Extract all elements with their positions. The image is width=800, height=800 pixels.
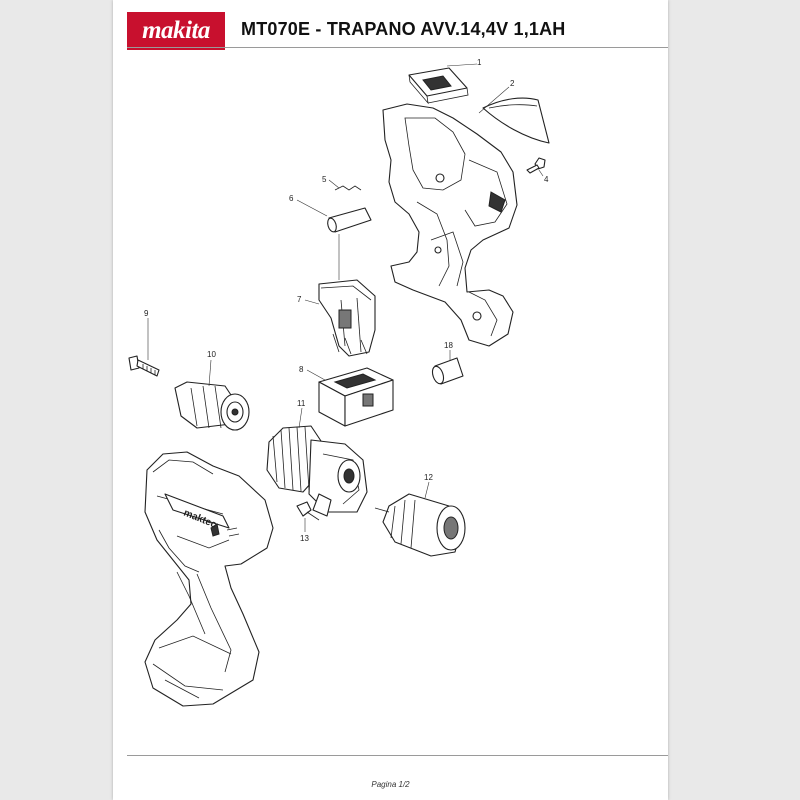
leader-10: [208, 359, 212, 387]
leader-8: [306, 369, 326, 381]
part-9-bolt: [128, 355, 160, 377]
part-10-drill-chuck: [174, 381, 250, 431]
part-13-small-screw: [296, 501, 320, 521]
callout-12: 12: [424, 473, 433, 482]
callout-13: 13: [300, 534, 309, 543]
makita-logo: makita: [127, 12, 225, 50]
callout-10: 10: [207, 350, 216, 359]
part-7-switch-unit: [318, 279, 376, 357]
part-2-label-plate: [482, 97, 550, 144]
exploded-parts-diagram: 1 2 4: [128, 58, 550, 707]
main-housing-left: [144, 451, 274, 707]
leader-1: [446, 63, 478, 67]
callout-5: 5: [322, 175, 327, 184]
part-12-motor: [374, 493, 466, 557]
leader-6: [296, 199, 328, 217]
part-8-terminal-block: [318, 367, 394, 427]
callout-9: 9: [144, 309, 149, 318]
callout-4: 4: [544, 175, 549, 184]
part-18-cylinder: [431, 357, 464, 385]
part-6-cylinder: [327, 207, 372, 233]
leader-4: [538, 169, 544, 177]
header-divider: [127, 47, 668, 48]
footer-divider: [127, 755, 668, 756]
part-4-screw: [526, 157, 546, 174]
leader-12: [424, 481, 430, 499]
page-title: MT070E - TRAPANO AVV.14,4V 1,1AH: [241, 19, 566, 39]
callout-1: 1: [477, 58, 482, 67]
callout-11: 11: [297, 399, 306, 408]
part-2-housing-half: [382, 103, 518, 347]
callout-6: 6: [289, 194, 294, 203]
callout-7: 7: [297, 295, 302, 304]
callout-18: 18: [444, 341, 453, 350]
document-header: makita MT070E - TRAPANO AVV.14,4V 1,1AH: [113, 0, 668, 50]
callout-2: 2: [510, 79, 515, 88]
page-number: Pagina 1/2: [371, 780, 410, 789]
leader-7: [304, 299, 320, 305]
callout-8: 8: [299, 365, 304, 374]
part-11-gear-assembly: [266, 425, 368, 517]
leader-2: [478, 86, 510, 114]
part-5-spring: [334, 185, 362, 191]
parts-sheet: makita MT070E - TRAPANO AVV.14,4V 1,1AH …: [113, 0, 668, 800]
leader-5: [328, 179, 340, 189]
leader-11: [298, 407, 303, 429]
part-1-switch-button: [408, 67, 469, 105]
